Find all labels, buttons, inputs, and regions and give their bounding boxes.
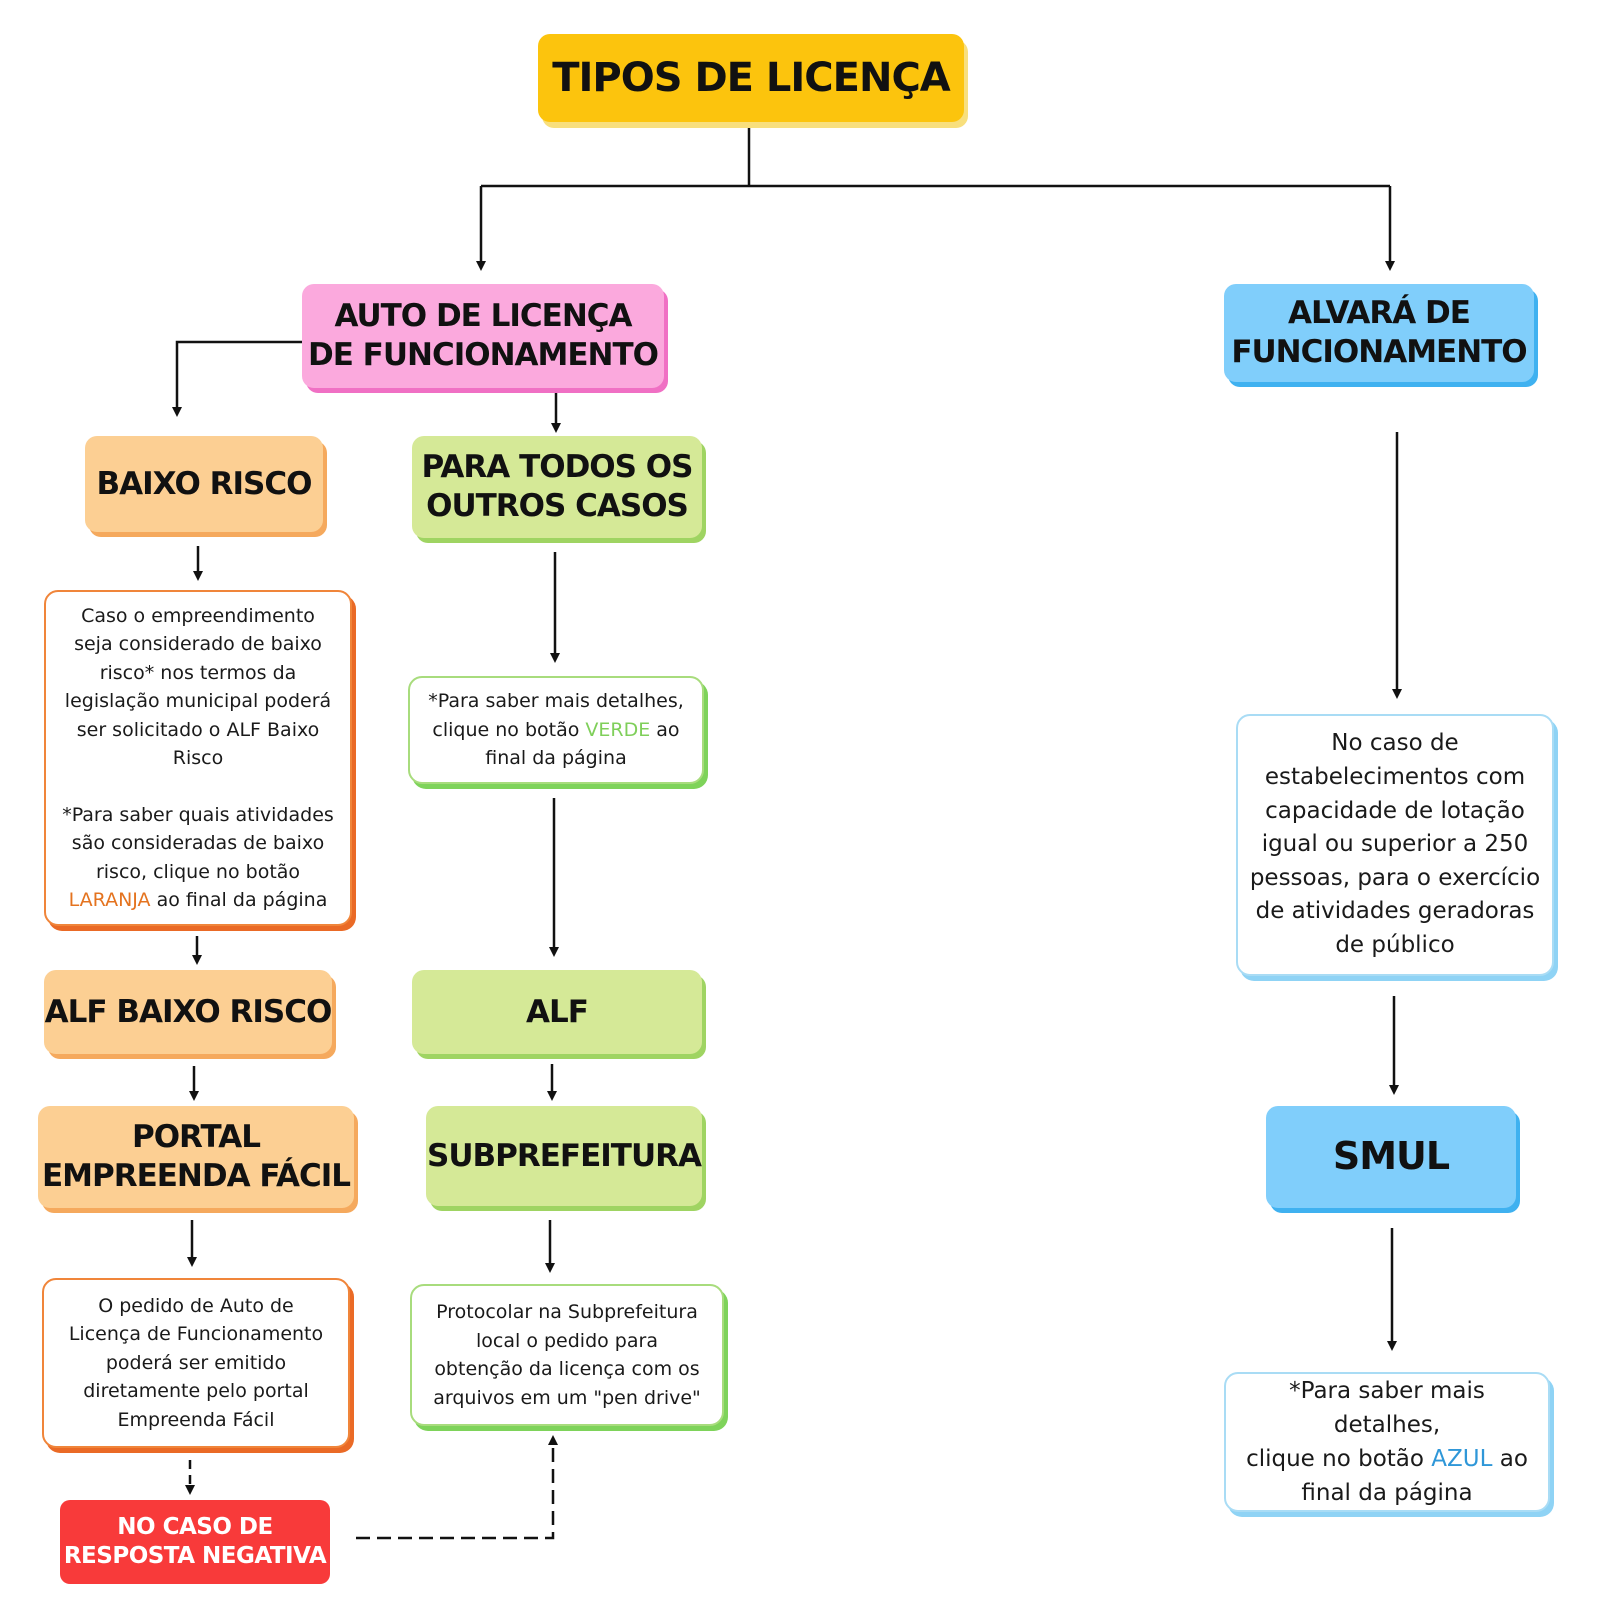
- baixo-risco-note-line: Risco: [172, 747, 224, 769]
- tipos-de-licenca-box: TIPOS DE LICENÇA: [538, 34, 964, 122]
- verde-note-line-1: *Para saber mais detalhes,: [428, 690, 684, 713]
- baixo-risco-note-last-line: LARANJA ao final da página: [69, 886, 328, 915]
- azul-note-post: ao: [1492, 1446, 1528, 1472]
- baixo-risco-note-line: Caso o empreendimento: [81, 604, 315, 627]
- azul-note-pre: clique no botão: [1246, 1446, 1432, 1472]
- tipos-de-licenca-label: TIPOS DE LICENÇA: [552, 55, 951, 101]
- azul-detalhes-note: *Para saber mais detalhes, clique no bot…: [1224, 1372, 1550, 1512]
- negativa-line-2: RESPOSTA NEGATIVA: [63, 1543, 327, 1569]
- alvara-note-line: estabelecimentos com: [1264, 764, 1526, 791]
- connector-auto-to-baixo: [172, 340, 302, 417]
- baixo-risco-note-line: são consideradas de baixo: [71, 832, 325, 854]
- protocolar-note-line: obtenção da licença com os: [434, 1358, 700, 1380]
- baixo-risco-note-line: legislação municipal poderá: [64, 690, 332, 712]
- alvara-note-line: No caso de: [1331, 730, 1459, 757]
- azul-note-line-2: clique no botão AZUL ao: [1246, 1442, 1528, 1476]
- auto-de-licenca-line-1: AUTO DE LICENÇA: [334, 298, 632, 335]
- portal-note-line: Licença de Funcionamento: [68, 1323, 324, 1346]
- alf-baixo-risco-label: ALF BAIXO RISCO: [44, 993, 333, 1030]
- portal-note: O pedido de Auto de Licença de Funcionam…: [42, 1278, 350, 1448]
- portal-note-line: diretamente pelo portal: [83, 1380, 309, 1403]
- smul-box: SMUL: [1266, 1106, 1516, 1208]
- alvara-note-line: pessoas, para o exercício: [1249, 864, 1541, 891]
- azul-note-line-3: final da página: [1301, 1480, 1473, 1507]
- alf-box: ALF: [412, 970, 702, 1054]
- portal-line-1: PORTAL: [131, 1119, 261, 1156]
- baixo-risco-note-line: *Para saber quais atividades: [62, 803, 334, 826]
- alf-label: ALF: [526, 993, 589, 1030]
- alvara-note-line: capacidade de lotação: [1265, 797, 1525, 824]
- verde-keyword: VERDE: [585, 718, 651, 741]
- negativa-line-1: NO CASO DE: [117, 1514, 273, 1541]
- alvara-de-funcionamento-box: ALVARÁ DE FUNCIONAMENTO: [1224, 284, 1534, 382]
- alvara-note: No caso de estabelecimentos com capacida…: [1236, 714, 1554, 976]
- protocolar-note-line: local o pedido para: [476, 1329, 658, 1352]
- subprefeitura-box: SUBPREFEITURA: [426, 1106, 702, 1206]
- baixo-risco-box: BAIXO RISCO: [85, 436, 323, 532]
- alvara-note-line: de atividades geradoras: [1255, 898, 1535, 925]
- protocolar-note-line: arquivos em um "pen drive": [433, 1386, 701, 1409]
- baixo-risco-label: BAIXO RISCO: [96, 465, 313, 502]
- baixo-risco-note-line: risco, clique no botão: [95, 860, 301, 883]
- outros-casos-box: PARA TODOS OS OUTROS CASOS: [412, 436, 702, 538]
- outros-casos-line-1: PARA TODOS OS: [421, 449, 694, 486]
- alvara-note-line: igual ou superior a 250: [1261, 831, 1529, 858]
- baixo-risco-note: Caso o empreendimento seja considerado d…: [44, 590, 352, 926]
- auto-de-licenca-box: AUTO DE LICENÇA DE FUNCIONAMENTO: [302, 284, 664, 388]
- smul-label: SMUL: [1332, 1134, 1450, 1179]
- subprefeitura-label: SUBPREFEITURA: [427, 1137, 702, 1174]
- alvara-line-1: ALVARÁ DE: [1288, 295, 1471, 332]
- resposta-negativa-box: NO CASO DE RESPOSTA NEGATIVA: [60, 1500, 330, 1584]
- laranja-keyword: LARANJA: [68, 889, 151, 911]
- portal-note-line: Empreenda Fácil: [117, 1408, 275, 1431]
- verde-note-post: ao: [650, 718, 680, 741]
- protocolar-note-line: Protocolar na Subprefeitura: [436, 1301, 698, 1323]
- portal-note-line: poderá ser emitido: [105, 1351, 287, 1374]
- baixo-risco-note-line: ser solicitado o ALF Baixo: [76, 718, 320, 741]
- laranja-line-rest: ao final da página: [150, 889, 328, 911]
- azul-keyword: AZUL: [1431, 1446, 1493, 1472]
- verde-note-pre: clique no botão: [432, 718, 586, 741]
- alvara-note-line: de público: [1335, 931, 1455, 958]
- portal-line-2: EMPREENDA FÁCIL: [41, 1158, 351, 1194]
- portal-note-line: O pedido de Auto de: [98, 1294, 294, 1317]
- outros-casos-line-2: OUTROS CASOS: [426, 488, 689, 524]
- protocolar-note: Protocolar na Subprefeitura local o pedi…: [410, 1284, 724, 1426]
- baixo-risco-note-line: seja considerado de baixo: [74, 633, 322, 655]
- auto-de-licenca-line-2: DE FUNCIONAMENTO: [307, 337, 659, 373]
- verde-note-line-2: clique no botão VERDE ao: [432, 716, 679, 745]
- verde-detalhes-note: *Para saber mais detalhes, clique no bot…: [408, 676, 704, 784]
- azul-note-line-1: *Para saber mais detalhes,: [1289, 1377, 1485, 1438]
- portal-empreenda-facil-box: PORTAL EMPREENDA FÁCIL: [38, 1106, 354, 1208]
- verde-note-line-3: final da página: [485, 747, 627, 770]
- alvara-line-2: FUNCIONAMENTO: [1231, 334, 1527, 370]
- baixo-risco-note-line: risco* nos termos da: [99, 661, 297, 684]
- alf-baixo-risco-box: ALF BAIXO RISCO: [44, 970, 332, 1054]
- connector-negativa-to-protocolar: [356, 1435, 558, 1540]
